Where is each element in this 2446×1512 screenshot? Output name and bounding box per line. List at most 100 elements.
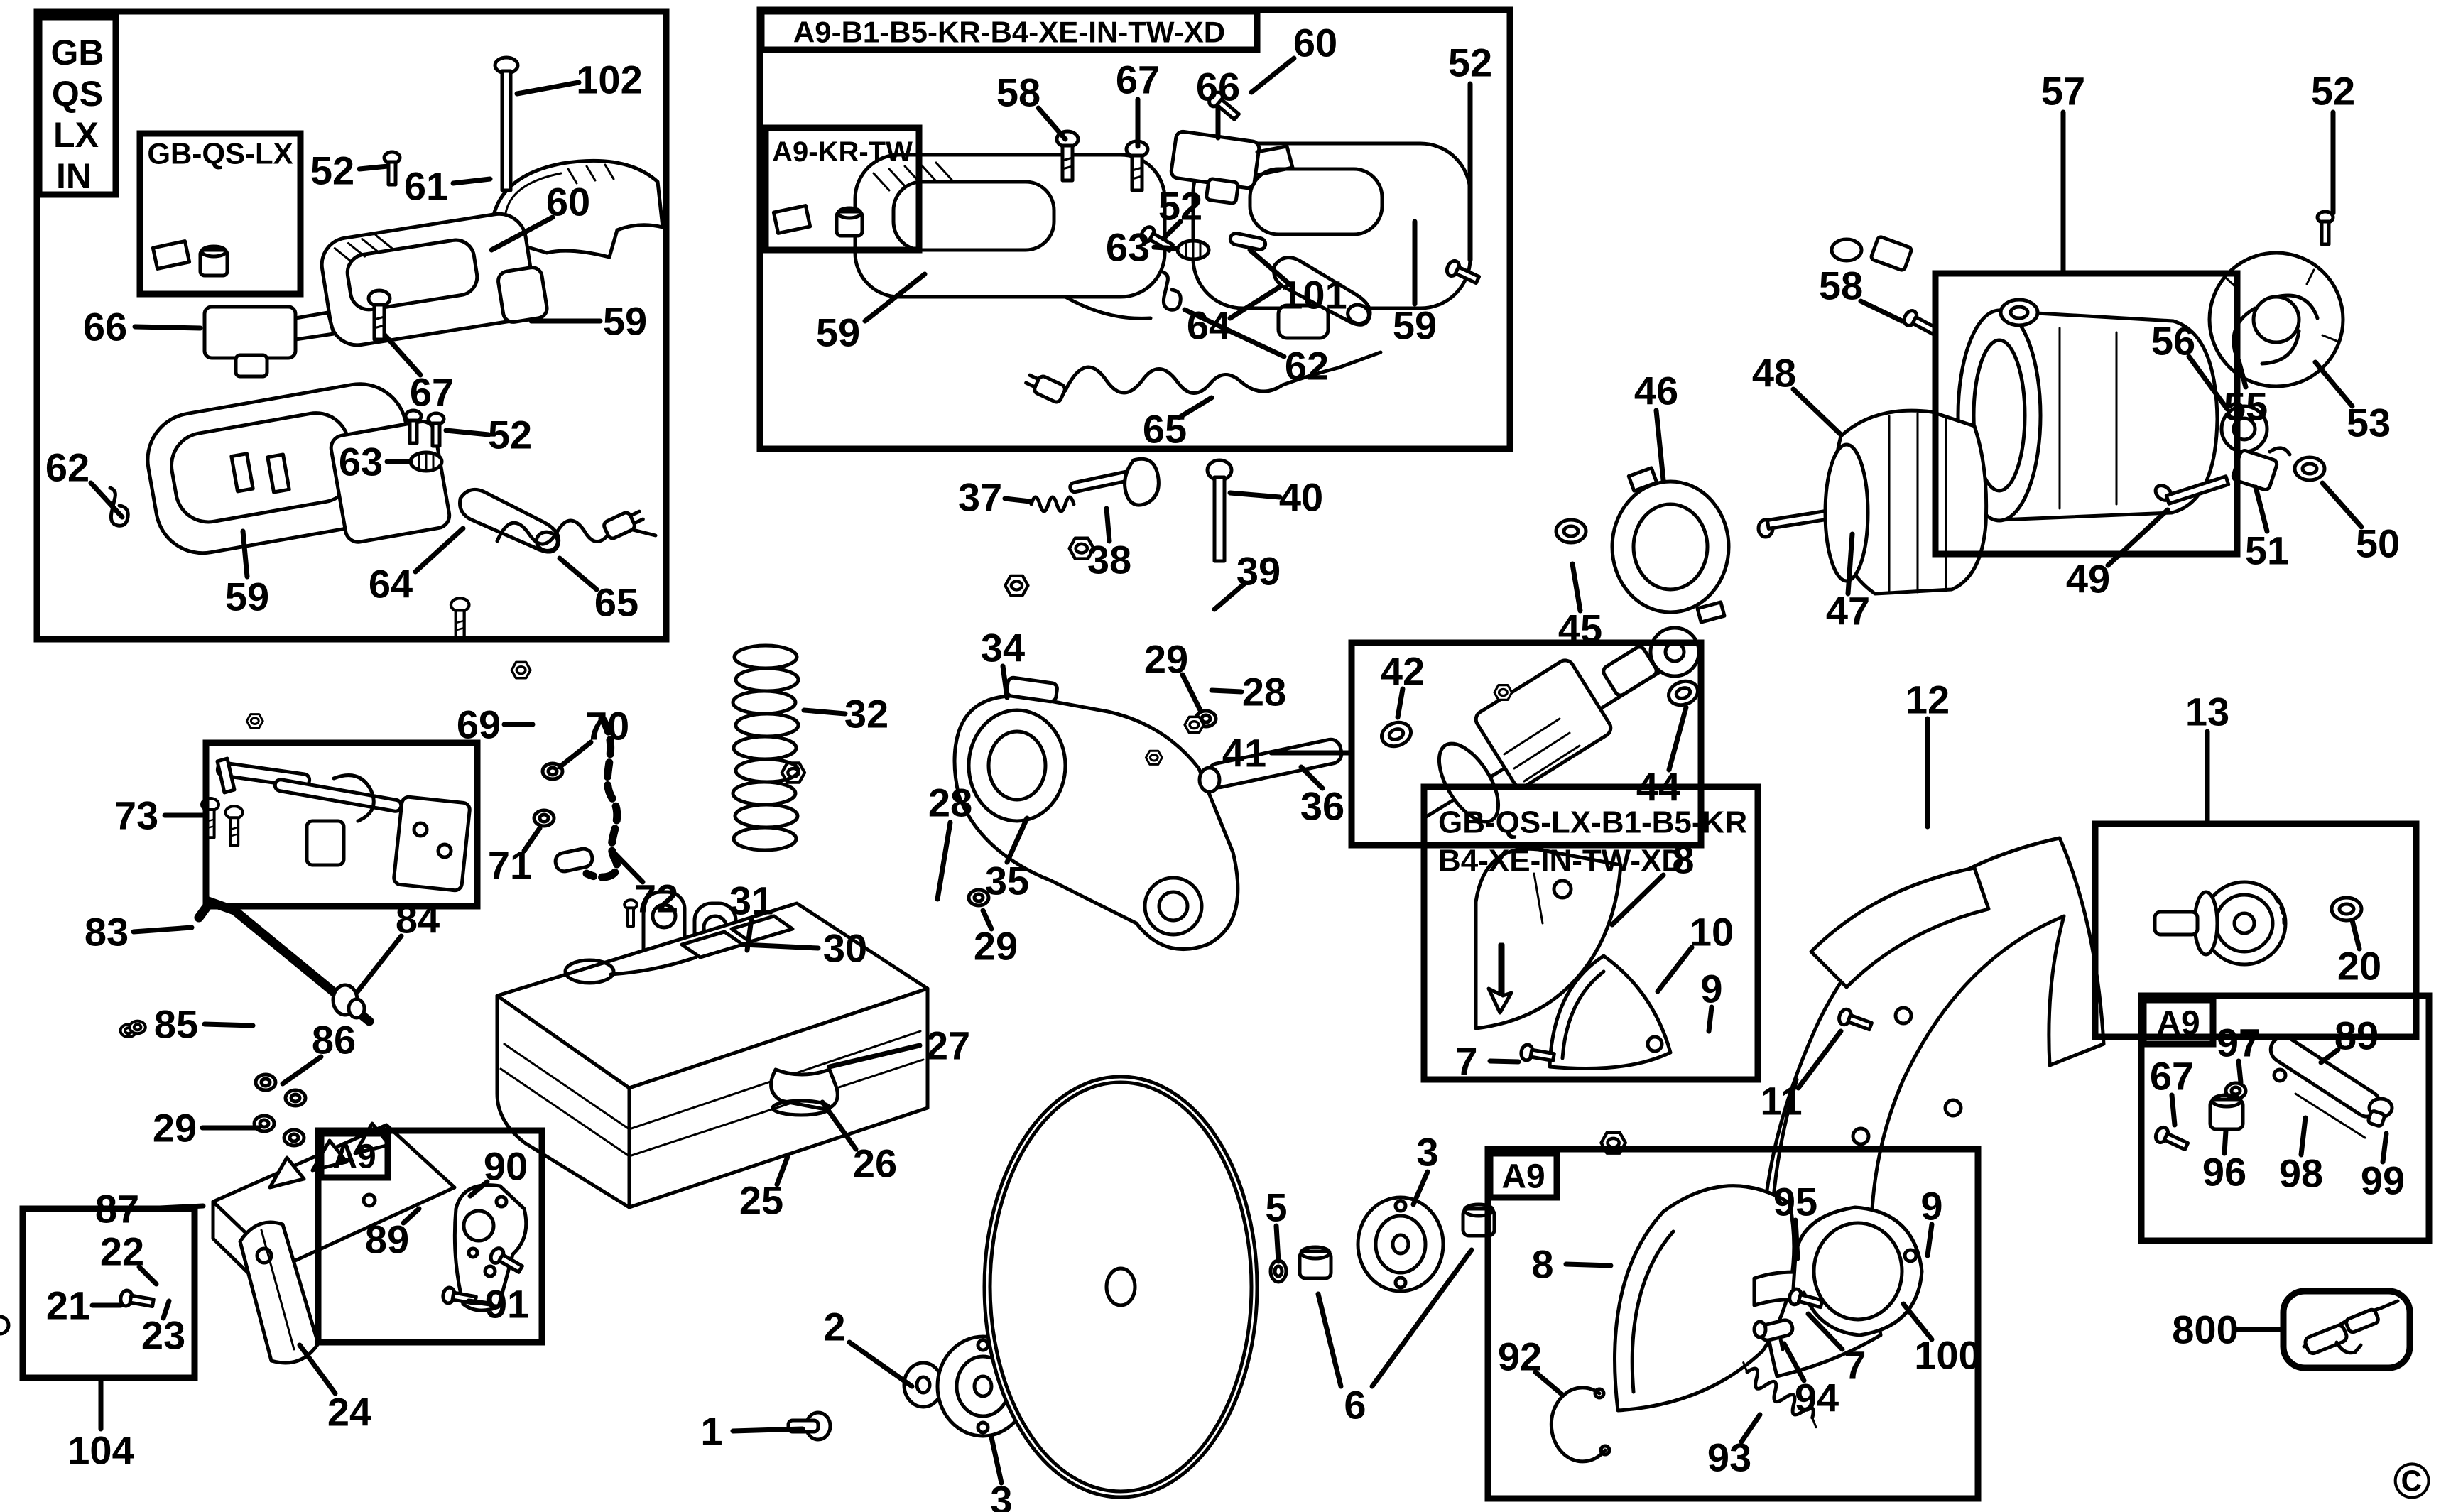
circlip-92-drawing [1549,1386,1611,1464]
svg-text:24: 24 [327,1390,371,1435]
ring-5-drawing [1268,1258,1288,1284]
callout-28: 28 [928,781,972,902]
svg-text:67: 67 [2150,1054,2194,1099]
callout-85: 85 [154,1002,256,1047]
screw-52e-drawing [2317,212,2333,244]
bearing-56-drawing [2219,404,2269,454]
callout-10: 10 [1655,910,1734,994]
callout-98: 98 [2279,1115,2323,1196]
callout-52: 52 [310,148,391,193]
callout-2: 2 [823,1305,915,1389]
callout-34: 34 [981,626,1025,700]
svg-text:38: 38 [1087,538,1131,582]
svg-text:A9: A9 [2156,1005,2200,1043]
svg-text:28: 28 [1242,670,1286,714]
intl-variant-title: A9-B1-B5-KR-B4-XE-IN-TW-XD [758,8,1261,53]
a9-plate-link: A9 [2140,996,2217,1048]
callout-59: 59 [225,528,269,619]
svg-text:20: 20 [2337,944,2381,989]
svg-text:45: 45 [1558,607,1602,651]
callout-52: 52 [2311,69,2355,216]
svg-text:59: 59 [816,310,860,355]
callout-52: 52 [1158,184,1202,241]
svg-text:89: 89 [2334,1013,2379,1058]
callout-90: 90 [467,1144,528,1199]
callout-102: 102 [514,58,643,102]
top-cover-59-drawing [320,212,549,347]
brush-88-drawing [151,239,192,271]
callout-21: 21 [46,1283,124,1328]
callout-59: 59 [1393,219,1437,348]
callout-20: 20 [2337,918,2381,989]
callout-70: 70 [557,704,629,770]
cover-ring-100-drawing [1790,1205,1924,1337]
callout-3: 3 [989,1435,1013,1512]
callout-60: 60 [1249,21,1337,95]
a9-kr-tw-kit-box [762,124,923,254]
callout-64: 64 [1187,284,1283,348]
callout-100: 100 [1901,1301,1981,1378]
callout-66: 66 [83,305,203,349]
nut-89a-drawing [1493,683,1513,702]
a9-plate-guard: A9 [1486,1150,1560,1201]
svg-text:48: 48 [1752,351,1796,396]
callout-65: 65 [557,555,638,625]
callout-37: 37 [958,475,1033,520]
svg-text:34: 34 [981,626,1025,670]
callout-67: 67 [2150,1054,2194,1128]
svg-text:30: 30 [823,926,867,971]
svg-text:89: 89 [365,1217,409,1262]
callout-12: 12 [1906,678,1950,830]
spacer-6a-drawing [1300,1247,1331,1278]
callout-93: 93 [1707,1412,1763,1480]
callout-13: 13 [2185,690,2229,825]
svg-text:9: 9 [1700,967,1722,1011]
svg-text:101: 101 [1281,273,1347,317]
callout-23: 23 [141,1298,185,1358]
svg-text:97: 97 [2217,1021,2261,1065]
callout-36: 36 [1298,764,1344,829]
callout-67: 67 [382,332,454,415]
washer-45-drawing [1556,520,1586,543]
callout-24: 24 [297,1342,371,1435]
callout-29: 29 [974,908,1018,969]
svg-text:62: 62 [1285,344,1329,388]
svg-text:65: 65 [1143,407,1187,452]
tool-kit-800-icon [2302,1299,2400,1356]
svg-text:52: 52 [1158,184,1202,229]
callout-86: 86 [280,1018,356,1087]
a9-kr-tw-title: A9-KR-TW [772,136,913,168]
a9-guard-box [1484,1146,1982,1502]
vise-assembly-box [202,739,481,910]
callout-30: 30 [740,926,867,971]
callout-29: 29 [1144,637,1203,713]
callout-38: 38 [1087,506,1131,582]
svg-text:95: 95 [1773,1180,1817,1224]
bushing-63-drawing [411,452,442,471]
svg-text:86: 86 [312,1018,356,1062]
washer-42-drawing [1379,719,1414,750]
pin-101-drawing [1228,231,1268,252]
svg-text:94: 94 [1795,1376,1839,1420]
corner-code-gb: GB [51,33,104,72]
callout-99: 99 [2361,1131,2405,1203]
svg-text:72: 72 [634,876,678,921]
svg-text:41: 41 [1222,731,1266,776]
callout-6: 6 [1315,1247,1474,1427]
svg-text:92: 92 [1498,1334,1542,1379]
svg-text:51: 51 [2245,528,2289,573]
svg-text:50: 50 [2356,521,2400,566]
callout-83: 83 [85,910,195,954]
callout-9: 9 [1700,967,1723,1034]
pin-40-drawing [1205,458,1234,563]
callout-26: 26 [820,1099,897,1186]
callout-29: 29 [153,1106,261,1151]
svg-text:A9: A9 [332,1138,376,1176]
screw-102-drawing [493,55,520,192]
svg-text:27: 27 [926,1023,970,1068]
screw-67c-drawing [2153,1126,2190,1153]
callout-28: 28 [1209,670,1286,714]
svg-text:7: 7 [1844,1343,1866,1388]
svg-text:87: 87 [95,1187,139,1231]
